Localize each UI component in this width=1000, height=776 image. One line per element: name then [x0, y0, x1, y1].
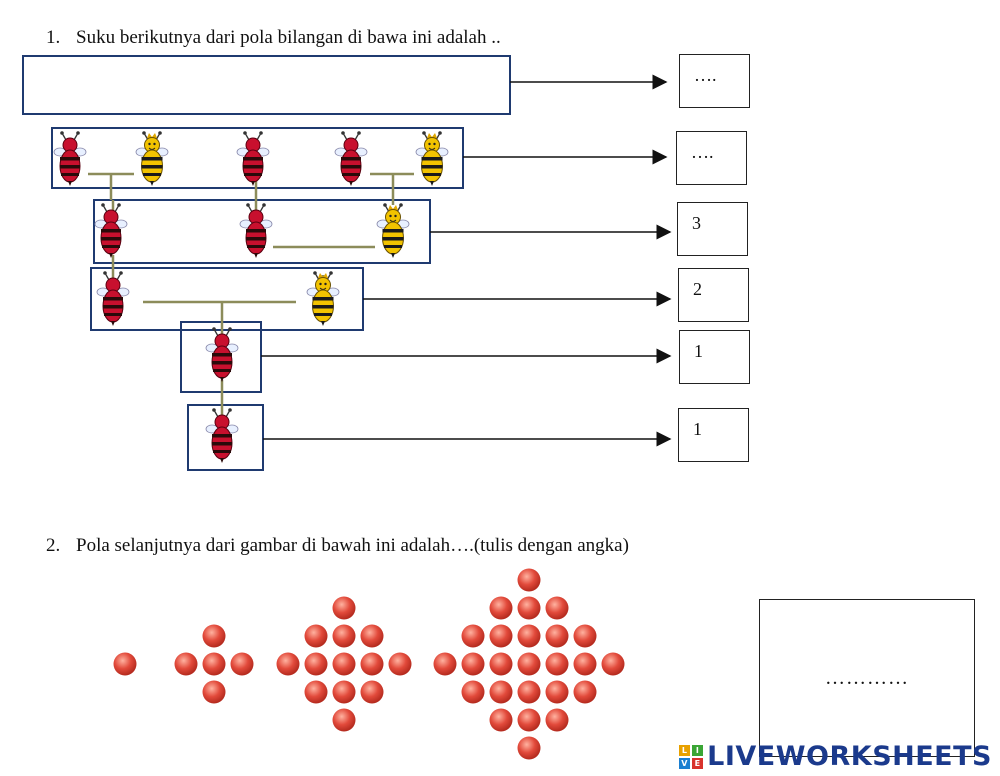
- circle-dot-icon: [573, 624, 597, 648]
- circle-dot-icon: [332, 652, 356, 676]
- circle-dot-icon: [332, 680, 356, 704]
- answer-value-row-5: ….: [691, 142, 714, 162]
- arrow-icon: [261, 74, 672, 447]
- circle-dot-icon: [174, 652, 198, 676]
- circle-dot-icon: [332, 624, 356, 648]
- circle-dot-icon: [202, 680, 226, 704]
- circle-dot-icon: [360, 680, 384, 704]
- circle-dot-icon: [489, 596, 513, 620]
- circle-dot-icon: [360, 652, 384, 676]
- circle-dot-icon: [489, 708, 513, 732]
- circle-dot-icon: [433, 652, 457, 676]
- circle-dot-icon: [517, 680, 541, 704]
- row-box-5: [51, 127, 464, 189]
- logo-tiles-icon: L I V E: [679, 744, 704, 769]
- row-box-6: [22, 55, 511, 115]
- red-bee-icon: [239, 202, 273, 259]
- red-bee-icon: [96, 270, 130, 327]
- answer-value-row-1: 1: [693, 419, 702, 439]
- circle-dot-icon: [517, 624, 541, 648]
- logo-tile: V: [679, 757, 691, 769]
- question-2-answer-box[interactable]: …………: [759, 599, 975, 757]
- question-2-answer-placeholder: …………: [825, 666, 909, 689]
- dot-pattern-group: [113, 568, 625, 760]
- circle-dot-icon: [517, 568, 541, 592]
- answer-box-row-2: 1: [679, 330, 750, 384]
- circle-dot-icon: [545, 624, 569, 648]
- question-2-text: 2. Pola selanjutnya dari gambar di bawah …: [46, 535, 629, 557]
- circle-dot-icon: [202, 652, 226, 676]
- question-1-number: 1.: [46, 27, 61, 48]
- logo-tile: L: [679, 744, 691, 756]
- circle-dot-icon: [489, 624, 513, 648]
- yellow-bee-icon: [415, 130, 449, 187]
- red-bee-icon: [53, 130, 87, 187]
- logo-text: LIVEWORKSHEETS: [707, 741, 992, 772]
- circle-dot-icon: [573, 680, 597, 704]
- answer-box-row-1: 1: [678, 408, 749, 462]
- circle-dot-icon: [517, 596, 541, 620]
- question-1-label: Suku berikutnya dari pola bilangan di ba…: [76, 27, 501, 48]
- circle-dot-icon: [332, 708, 356, 732]
- circle-dot-icon: [304, 624, 328, 648]
- circle-dot-icon: [573, 652, 597, 676]
- red-bee-icon: [205, 326, 239, 383]
- circle-dot-icon: [461, 680, 485, 704]
- red-bee-icon: [334, 130, 368, 187]
- circle-dot-icon: [360, 624, 384, 648]
- circle-dot-icon: [545, 680, 569, 704]
- yellow-bee-icon: [135, 130, 169, 187]
- liveworksheets-logo: L I V E LIVEWORKSHEETS: [679, 741, 992, 772]
- tree-connectors: [88, 160, 414, 440]
- circle-dot-icon: [388, 652, 412, 676]
- circle-dot-icon: [517, 736, 541, 760]
- answer-value-row-3: 2: [693, 279, 702, 299]
- circle-dot-icon: [304, 680, 328, 704]
- answer-value-row-2: 1: [694, 341, 703, 361]
- circle-dot-icon: [601, 652, 625, 676]
- red-bee-icon: [236, 130, 270, 187]
- answer-box-row-4: 3: [677, 202, 748, 256]
- answer-box-row-3: 2: [678, 268, 749, 322]
- row-box-1: [187, 404, 264, 471]
- answer-value-row-4: 3: [692, 213, 701, 233]
- circle-dot-icon: [489, 680, 513, 704]
- circle-dot-icon: [545, 596, 569, 620]
- circle-dot-icon: [461, 652, 485, 676]
- question-2-label: Pola selanjutnya dari gambar di bawah in…: [76, 535, 629, 556]
- answer-box-row-5[interactable]: ….: [676, 131, 747, 185]
- answer-value-row-6: ….: [694, 65, 717, 85]
- circle-dot-icon: [461, 624, 485, 648]
- red-bee-icon: [205, 407, 239, 464]
- question-1-text: 1. Suku berikutnya dari pola bilangan di …: [46, 27, 501, 49]
- red-bee-icon: [94, 202, 128, 259]
- logo-tile: I: [692, 744, 704, 756]
- circle-dot-icon: [113, 652, 137, 676]
- circle-dot-icon: [545, 708, 569, 732]
- circle-dot-icon: [517, 708, 541, 732]
- yellow-bee-icon: [306, 270, 340, 327]
- answer-box-row-6[interactable]: ….: [679, 54, 750, 108]
- question-2-number: 2.: [46, 535, 61, 556]
- circle-dot-icon: [202, 624, 226, 648]
- circle-dot-icon: [304, 652, 328, 676]
- logo-tile: E: [692, 757, 704, 769]
- circle-dot-icon: [332, 596, 356, 620]
- circle-dot-icon: [276, 652, 300, 676]
- yellow-bee-icon: [376, 202, 410, 259]
- circle-dot-icon: [230, 652, 254, 676]
- circle-dot-icon: [489, 652, 513, 676]
- circle-dot-icon: [545, 652, 569, 676]
- circle-dot-icon: [517, 652, 541, 676]
